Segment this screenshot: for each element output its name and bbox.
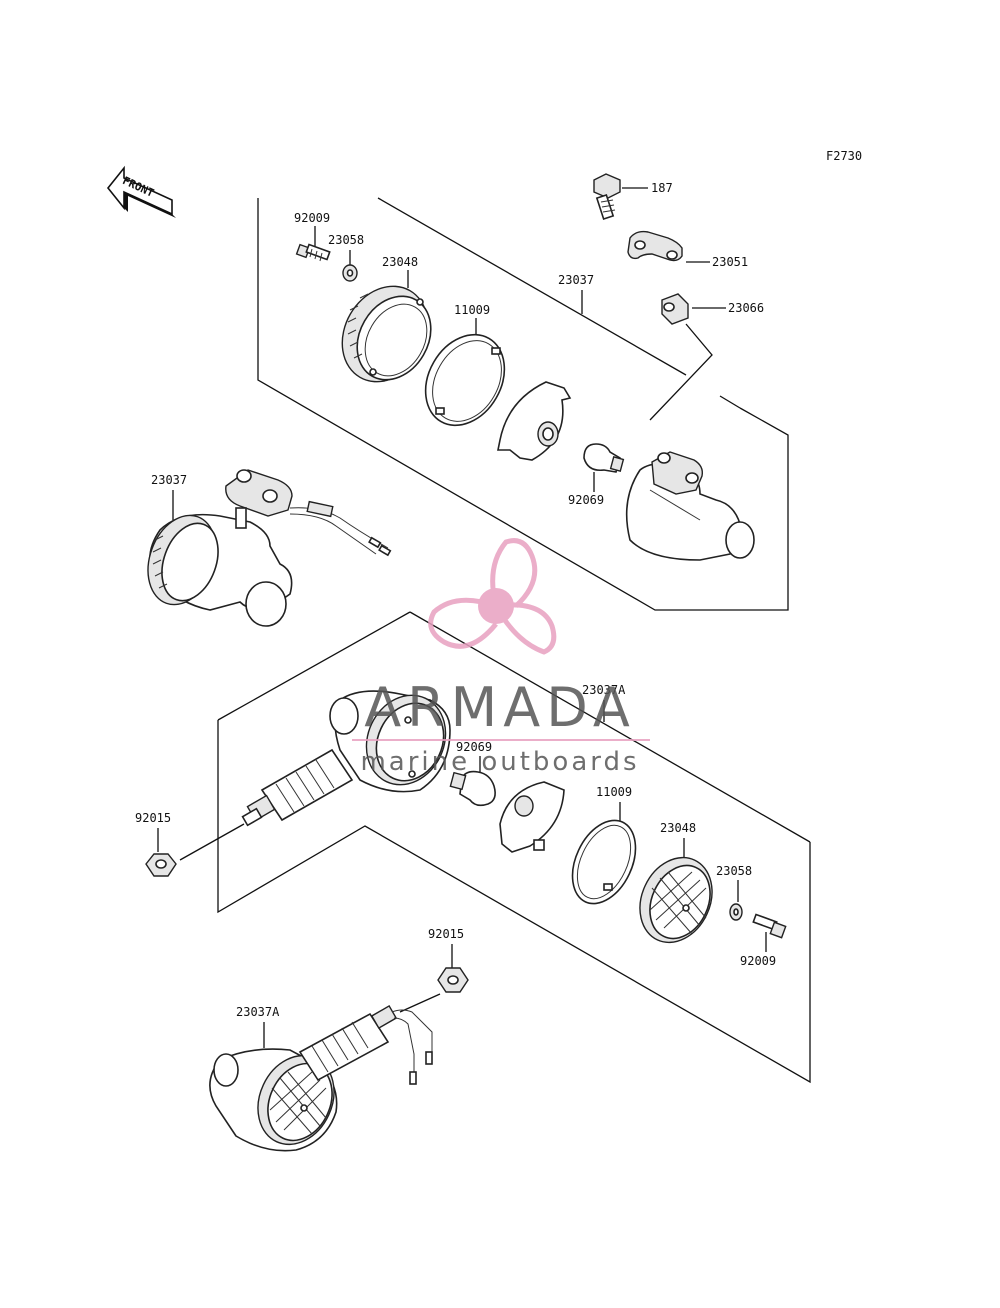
housing-23037-top — [625, 451, 755, 561]
clamp-23051 — [627, 230, 710, 263]
label-23037A-mid: 23037A — [582, 683, 626, 697]
label-92009-mid: 92009 — [740, 954, 776, 968]
label-23037A-bottom: 23037A — [236, 1005, 280, 1019]
watermark-brand: ARMADA — [364, 676, 636, 739]
label-23051: 23051 — [712, 255, 748, 269]
bolt-187 — [593, 173, 648, 221]
washer-23058-mid: 23058 — [716, 864, 752, 921]
label-92015-bottom: 92015 — [428, 927, 464, 941]
bulb-92069-mid: 92069 — [449, 740, 496, 807]
bulb-92069-top: 92069 — [568, 443, 625, 507]
front-arrow-icon: FRONT — [106, 165, 176, 218]
label-11009-mid: 11009 — [596, 785, 632, 799]
screw-92009-mid: 92009 — [740, 913, 787, 968]
label-23048-top: 23048 — [382, 255, 418, 269]
watermark: ARMADA marine outboards — [352, 538, 650, 777]
label-23048-mid: 23048 — [660, 821, 696, 835]
washer-23058-top: 23058 — [328, 233, 364, 282]
label-23037-top: 23037 — [558, 273, 594, 287]
label-92009-top: 92009 — [294, 211, 330, 225]
nut-92015-bottom: 92015 — [399, 927, 469, 1013]
grommet-23066 — [649, 293, 726, 421]
middle-assembly-frame — [217, 611, 811, 1084]
housing-23037A-assembled: 23037A — [209, 1004, 433, 1152]
nut-92015-mid: 92015 — [135, 811, 245, 877]
screw-92009-top: 92009 — [294, 211, 331, 262]
label-187: 187 — [651, 181, 673, 195]
reflector-top — [497, 381, 572, 461]
top-assembly-frame — [257, 197, 789, 611]
label-23058-top: 23058 — [328, 233, 364, 247]
propeller-logo-icon — [428, 538, 557, 655]
watermark-tagline: marine outboards — [360, 747, 639, 777]
label-92069-top: 92069 — [568, 493, 604, 507]
gasket-11009-mid: 11009 — [571, 785, 637, 905]
label-23058-mid: 23058 — [716, 864, 752, 878]
lens-23048-mid: 23048 — [639, 821, 713, 944]
lens-rim-23048-top: 23048 — [341, 255, 432, 383]
label-23037-left: 23037 — [151, 473, 187, 487]
housing-23037-assembled: 23037 — [147, 469, 392, 627]
reflector-mid — [499, 781, 565, 853]
label-92069-mid: 92069 — [456, 740, 492, 754]
label-92015-mid: 92015 — [135, 811, 171, 825]
label-23066: 23066 — [728, 301, 764, 315]
label-11009-top: 11009 — [454, 303, 490, 317]
gasket-11009-top: 11009 — [424, 303, 506, 427]
figure-code: F2730 — [826, 149, 862, 163]
